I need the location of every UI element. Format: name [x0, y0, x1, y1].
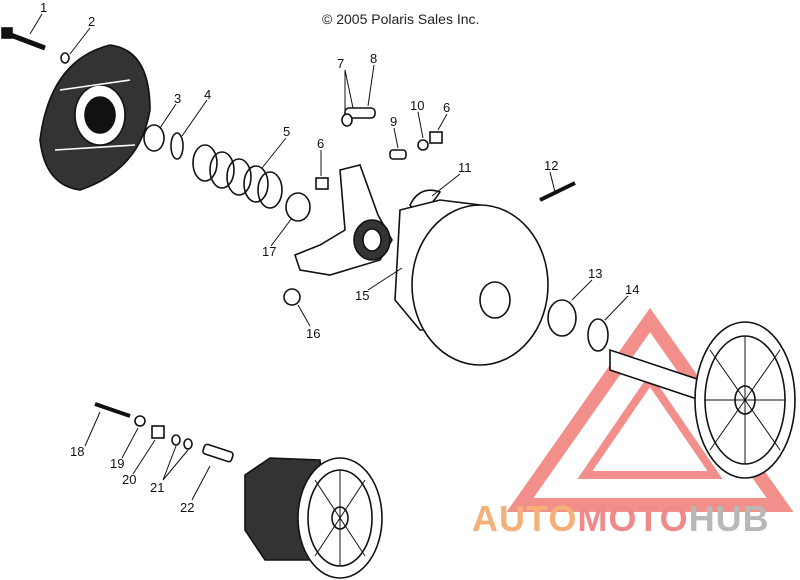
part-washer [60, 52, 70, 64]
watermark-part-moto: MOTO [577, 498, 689, 539]
callout-12: 12 [544, 158, 558, 173]
part-bolt-long [539, 181, 576, 202]
callout-3: 3 [174, 91, 181, 106]
watermark-part-hub: HUB [688, 498, 770, 539]
part-ring [170, 132, 184, 160]
callout-numbers: 1 2 3 4 5 6 6 7 8 9 10 11 12 13 14 15 16… [40, 0, 639, 515]
leader-lines [29, 13, 629, 501]
part-pin [341, 107, 376, 127]
part-spacer-1 [171, 434, 181, 446]
part-assembled-clutch [244, 457, 383, 579]
callout-6a: 6 [317, 136, 324, 151]
callout-6b: 6 [443, 100, 450, 115]
callout-13: 13 [588, 266, 602, 281]
part-nut-lower [151, 425, 165, 439]
callout-1: 1 [40, 0, 47, 15]
callout-9: 9 [390, 114, 397, 129]
part-spacer-2 [183, 438, 193, 450]
part-washer-lower [134, 415, 146, 427]
watermark-part-auto: AUTO [472, 498, 578, 539]
callout-14: 14 [625, 282, 639, 297]
watermark-text: AUTOMOTOHUB [472, 498, 770, 540]
callout-21: 21 [150, 480, 164, 495]
callout-10: 10 [410, 98, 424, 113]
part-nut [283, 288, 301, 306]
copyright-text: © 2005 Polaris Sales Inc. [322, 11, 480, 27]
callout-20: 20 [122, 472, 136, 487]
callout-15: 15 [355, 288, 369, 303]
part-washer-small [417, 139, 429, 151]
callout-11: 11 [458, 160, 472, 175]
part-bushing-small-2 [315, 177, 329, 190]
part-bolt [1, 27, 46, 51]
part-ring-large [587, 318, 609, 352]
callout-7: 7 [337, 56, 344, 71]
callout-16: 16 [306, 326, 320, 341]
part-bushing-small [429, 131, 443, 144]
callout-18: 18 [70, 444, 84, 459]
part-cover [39, 44, 151, 191]
callout-17: 17 [262, 244, 276, 259]
part-sleeve [202, 443, 234, 463]
part-spring [192, 144, 283, 209]
callout-5: 5 [283, 124, 290, 139]
callout-4: 4 [204, 87, 211, 102]
part-fixed-sheave [609, 321, 796, 479]
callout-19: 19 [110, 456, 124, 471]
part-collar [285, 192, 311, 222]
callout-2: 2 [88, 14, 95, 29]
part-moveable-sheave [394, 199, 549, 366]
part-bushing [143, 124, 165, 152]
callout-22: 22 [180, 500, 194, 515]
part-pin-small [389, 149, 407, 160]
part-weight-arm [294, 164, 393, 276]
part-bolt-lower [94, 402, 131, 418]
callout-8: 8 [370, 51, 377, 66]
part-bushing-large [547, 299, 577, 337]
